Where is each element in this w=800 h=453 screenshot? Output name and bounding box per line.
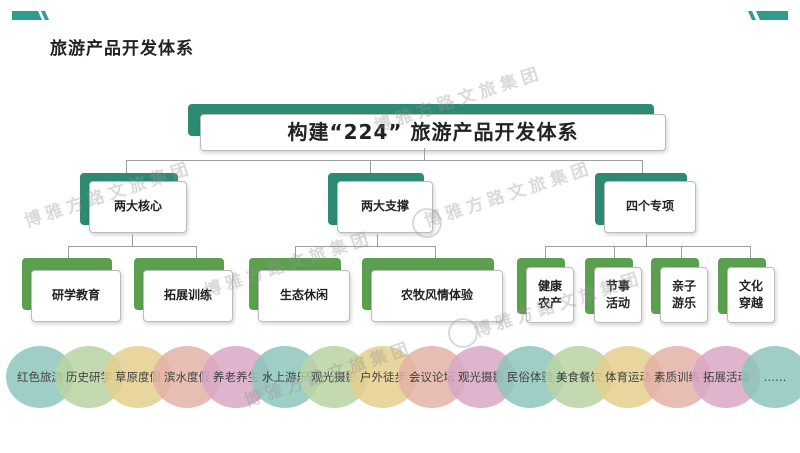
header-decoration-left	[12, 11, 49, 20]
sub-node-label: 研学教育	[31, 270, 121, 322]
product-label: 观光摄影	[311, 370, 357, 384]
sub-node-label: 文化穿越	[727, 267, 775, 323]
product-label: 草原度假	[115, 370, 161, 384]
product-circle: ……	[741, 346, 800, 408]
sub-node-label: 拓展训练	[143, 270, 233, 322]
main-title: 构建“224” 旅游产品开发体系	[200, 114, 666, 151]
product-label: 体育运动	[605, 370, 651, 384]
watermark-logo-icon	[412, 208, 442, 238]
product-label: 红色旅游	[17, 370, 63, 384]
product-label: 历史研学	[66, 370, 112, 384]
product-label: 会议论坛	[409, 370, 455, 384]
watermark: 博雅方路文旅集团	[421, 158, 596, 232]
product-label: 素质训练	[654, 370, 700, 384]
watermark-logo-icon	[448, 318, 478, 348]
sub-node-label: 生态休闲	[258, 270, 350, 322]
product-label: 观光摄影	[458, 370, 504, 384]
product-label: 水上游乐	[262, 370, 308, 384]
product-label: ……	[763, 370, 787, 384]
category-label: 四个专项	[604, 181, 696, 233]
product-label: 滨水度假	[164, 370, 210, 384]
product-label: 养老养生	[213, 370, 259, 384]
product-label: 民俗体验	[507, 370, 553, 384]
header-decoration-right	[748, 11, 788, 20]
product-label: 美食餐饮	[556, 370, 602, 384]
sub-node-label: 农牧风情体验	[371, 270, 503, 322]
sub-node-label: 健康农产	[526, 267, 574, 323]
category-label: 两大核心	[89, 181, 187, 233]
product-label: 户外徒步	[360, 370, 406, 384]
sub-node-label: 亲子游乐	[660, 267, 708, 323]
sub-node-label: 节事活动	[594, 267, 642, 323]
page-title: 旅游产品开发体系	[50, 39, 194, 59]
product-label: 拓展活动	[703, 370, 749, 384]
